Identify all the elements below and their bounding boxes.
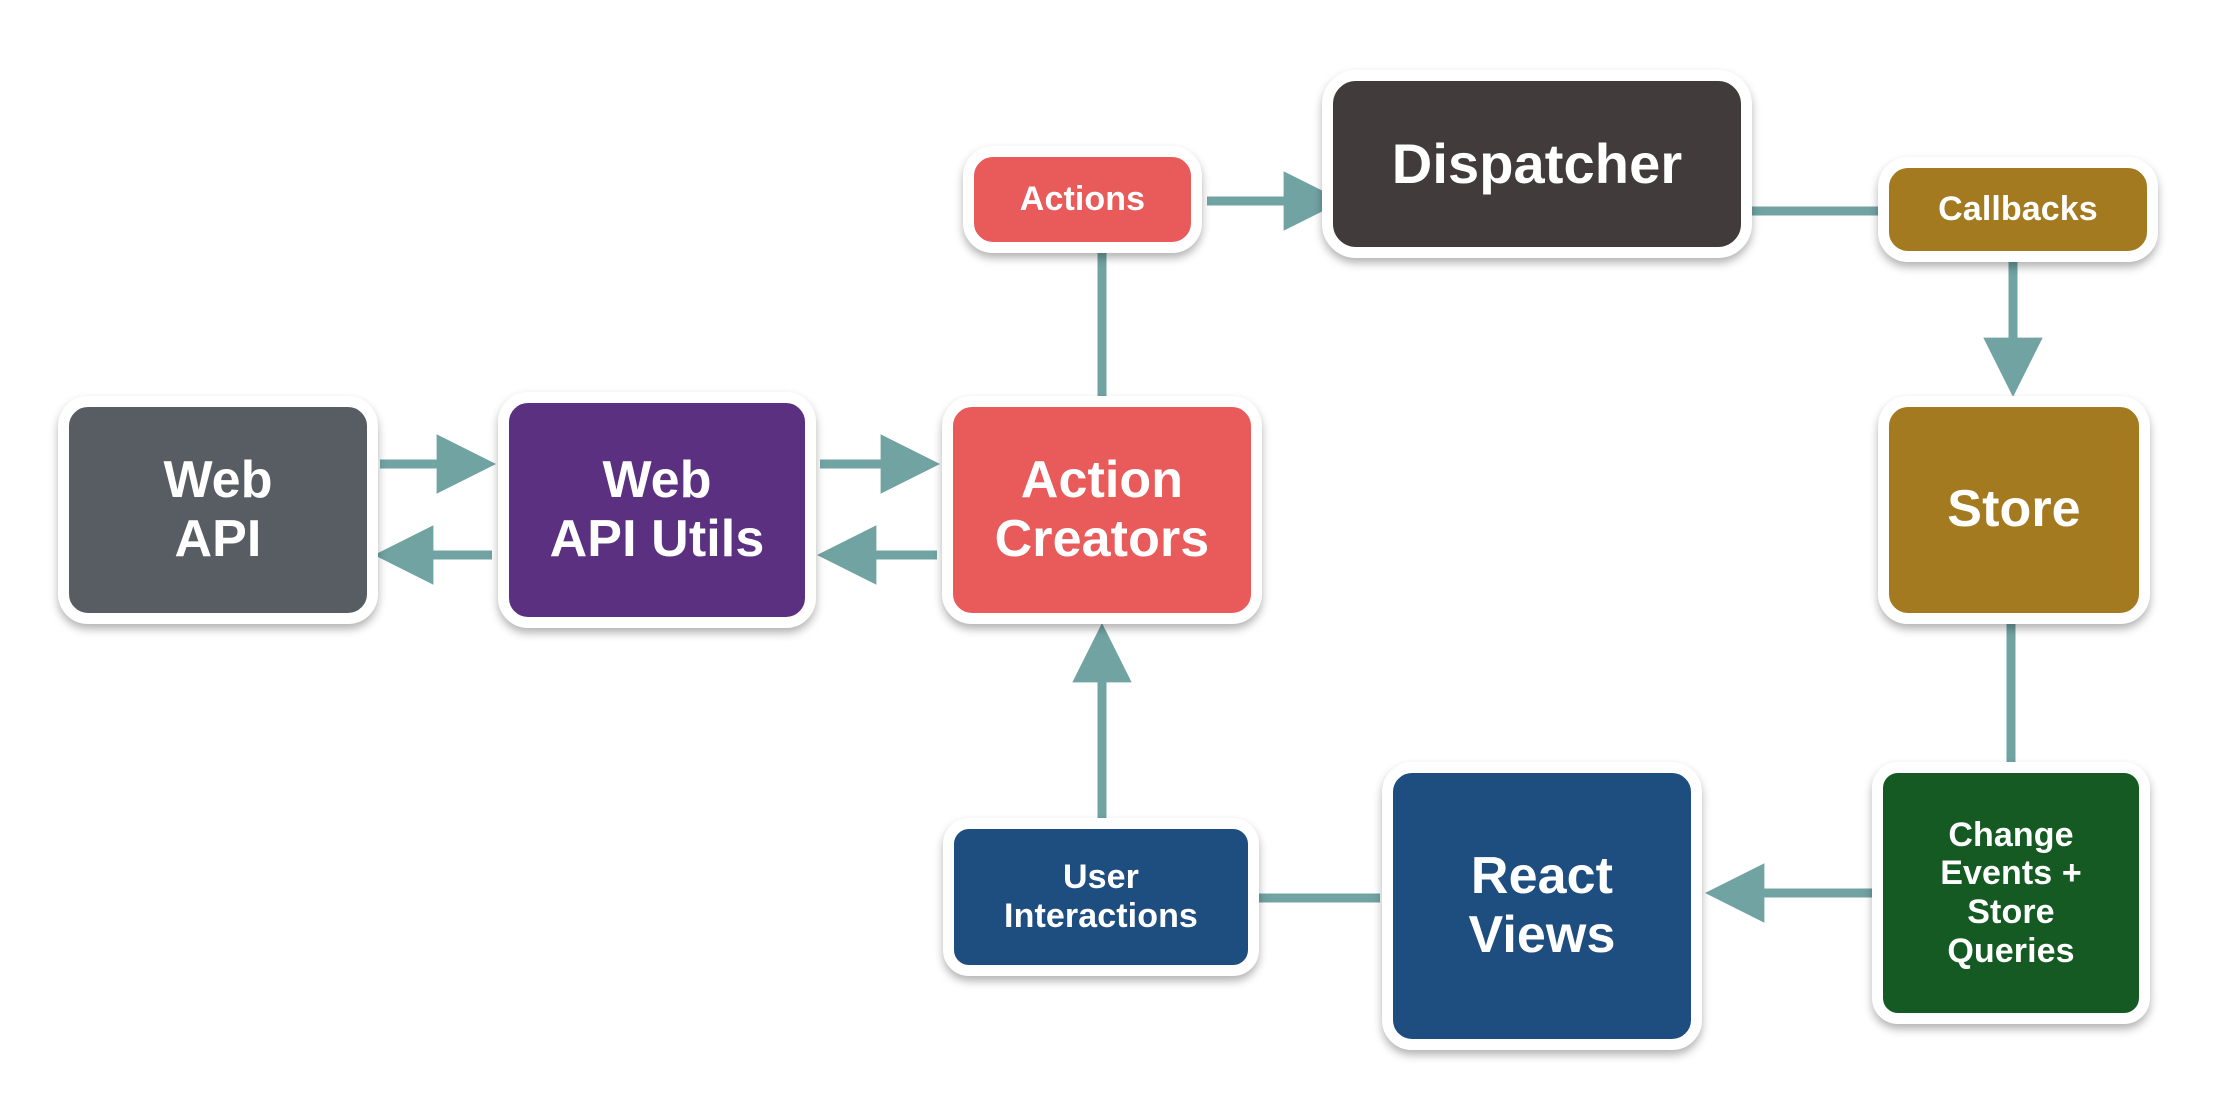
node-web-api-utils-label: Web API Utils [549,450,765,568]
node-callbacks-label: Callbacks [1938,190,2098,229]
node-user-interactions[interactable]: User Interactions [943,818,1259,976]
node-change-events-store-queries-label: Change Events + Store Queries [1940,815,2082,970]
node-action-creators-label: Action Creators [994,450,1210,568]
node-store[interactable]: Store [1878,396,2150,624]
node-store-label: Store [1947,480,2081,539]
node-web-api-utils[interactable]: Web API Utils [498,392,816,628]
node-react-views[interactable]: React Views [1382,762,1702,1050]
node-web-api-label: Web API [163,450,273,568]
node-callbacks[interactable]: Callbacks [1878,157,2158,262]
node-action-creators[interactable]: Action Creators [942,396,1262,624]
node-actions[interactable]: Actions [963,146,1202,253]
node-dispatcher-label: Dispatcher [1391,132,1683,196]
node-web-api[interactable]: Web API [58,396,378,624]
node-actions-label: Actions [1019,180,1146,219]
node-react-views-label: React Views [1468,846,1616,964]
node-dispatcher[interactable]: Dispatcher [1322,70,1752,258]
node-user-interactions-label: User Interactions [1004,858,1198,935]
node-change-events-store-queries[interactable]: Change Events + Store Queries [1872,762,2150,1024]
